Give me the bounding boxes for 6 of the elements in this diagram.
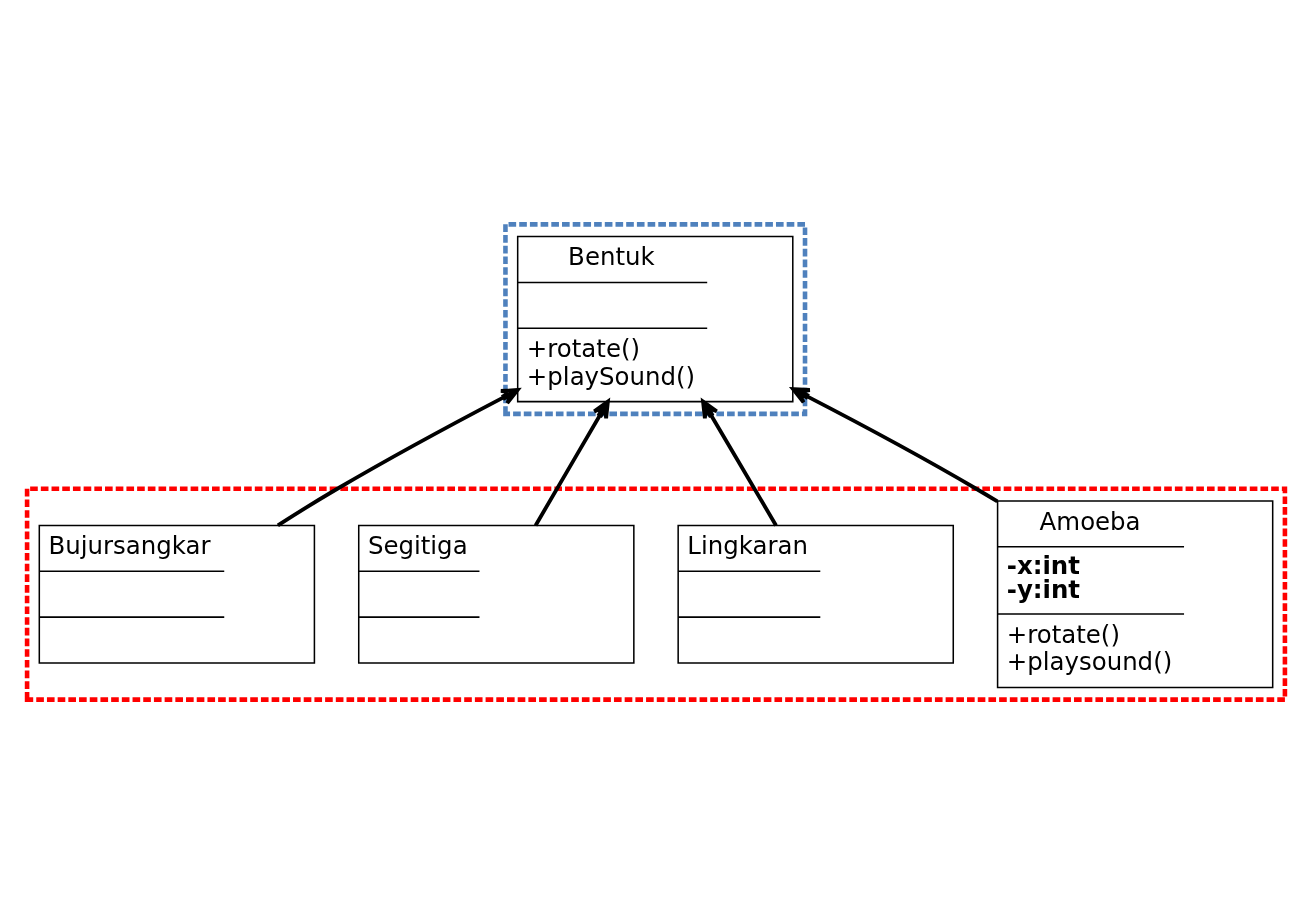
arrow [791, 386, 999, 503]
arrow [701, 399, 778, 526]
arrow [276, 387, 520, 527]
cluster [503, 221, 808, 416]
cluster [24, 485, 1288, 702]
arrow [533, 399, 610, 526]
